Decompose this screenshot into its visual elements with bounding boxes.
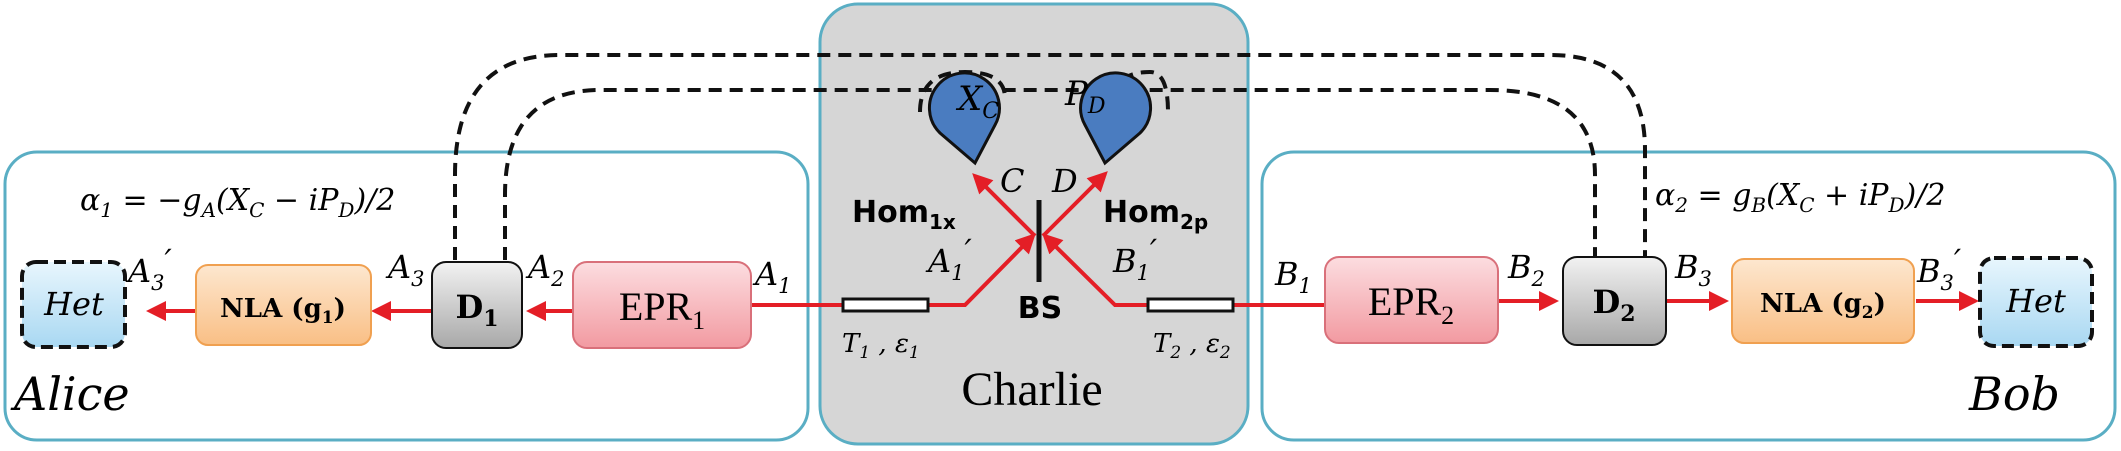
hom2-label: Hom2p [1103,195,1208,234]
bs-label: BS [1018,291,1062,326]
alice-panel [3,150,810,442]
label-d: D [1051,162,1078,200]
label-a3: A3 [385,248,424,291]
alice-epr-label: EPR1 [619,284,705,335]
bob-d2-box [1562,256,1667,346]
charlie-region-label: Charlie [961,363,1102,416]
label-b1-prime: B1′ [1112,232,1158,285]
bob-panel [1260,150,2117,442]
hom2-detector-icon [1079,71,1153,166]
label-a3-prime: A3′ [125,242,172,295]
bob-het-label: Het [2005,282,2066,320]
label-a1: A1 [752,255,791,298]
alice-d1-label: D1 [455,288,498,332]
alice-region-label: Alice [10,367,130,421]
bob-het-box [1978,256,2094,348]
bob-epr-box [1324,256,1499,344]
label-b3: B3 [1674,248,1712,291]
alice-d1-box [431,261,523,349]
bob-formula: α2 = gB(XC + iPD)/2 [1655,178,1945,217]
label-b1: B1 [1274,255,1312,298]
label-b3-prime: B3′ [1916,242,1962,295]
alice-nla-box [195,264,372,346]
alice-epr-box [572,261,752,349]
hom1-detector-icon [927,71,1001,166]
classical-line-inner [503,88,1597,260]
channel-element-2 [1146,297,1235,313]
channel-element-1 [841,297,930,313]
bob-epr-label: EPR2 [1368,279,1454,330]
beams [146,171,1979,321]
bob-nla-box [1731,258,1915,344]
beam-epr2-to-bs [1042,233,1325,307]
beam-epr1-to-bs [752,233,1036,307]
label-a1-prime: A1′ [925,232,972,285]
label-b2: B2 [1507,248,1545,291]
label-c: C [1000,162,1024,200]
classical-link-hom2 [1113,69,1170,113]
alice-nla-label: NLA (g1) [220,294,346,328]
bob-nla-label: NLA (g2) [1760,289,1886,323]
bob-region-label: Bob [1968,367,2060,421]
label-a2: A2 [525,248,564,291]
alice-het-box [20,260,127,349]
alice-het-label: Het [43,285,104,323]
beam-bs-to-hom2 [1041,171,1108,238]
channel-1-params: T1 , ε1 [842,329,920,363]
label-xc: XC [955,79,999,124]
beam-bs-to-hom1 [972,173,1037,238]
bob-d2-label: D2 [1592,283,1635,327]
channel-2-params: T2 , ε2 [1153,329,1231,363]
label-pd: PD [1064,74,1106,119]
hom1-label: Hom1x [852,195,956,234]
alice-formula: α1 = −gA(XC − iPD)/2 [80,183,395,222]
